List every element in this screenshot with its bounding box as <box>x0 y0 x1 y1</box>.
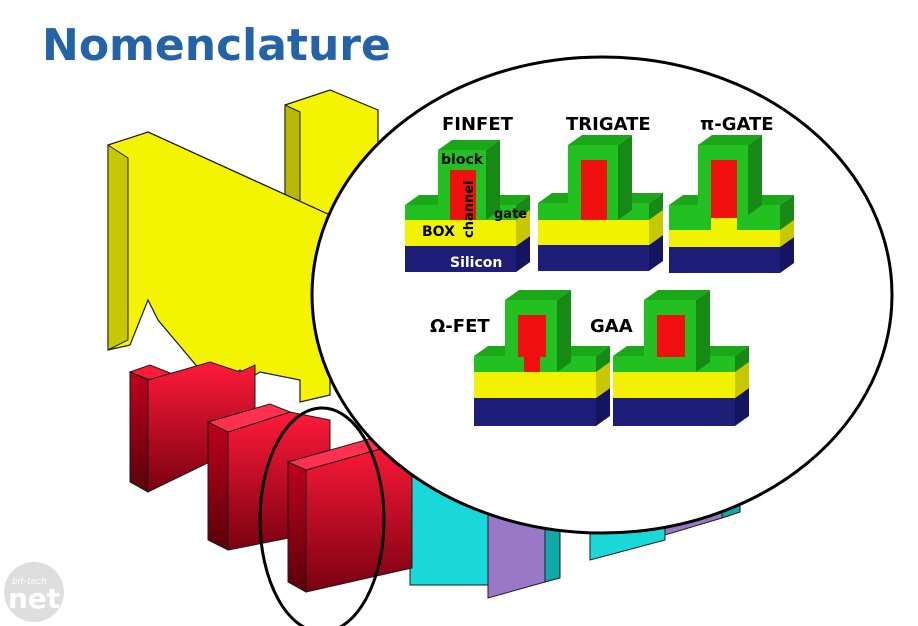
bit-tech-logo: bit-tech net <box>4 562 64 622</box>
finfet-box-label: BOX <box>422 224 455 240</box>
finfet-silicon-label: Silicon <box>450 255 502 271</box>
logo-top-text: bit-tech <box>12 577 47 587</box>
pigate-structure: π-GATE <box>669 114 794 273</box>
pigate-label: π-GATE <box>700 114 774 135</box>
finfet-structure: FINFET block channel gate BOX Silicon <box>405 114 530 272</box>
fin-highlight-ellipse <box>258 406 386 626</box>
slide-title: Nomenclature <box>42 20 391 71</box>
finfet-label: FINFET <box>442 114 514 135</box>
yellow-arrow-edge <box>147 131 331 216</box>
gaa-structure: GAA <box>590 290 749 426</box>
logo-main-text: net <box>8 582 60 615</box>
gaa-label: GAA <box>590 316 633 337</box>
finfet-block-label: block <box>441 152 484 168</box>
red-fin-2-side <box>207 421 229 551</box>
trigate-structure: TRIGATE <box>538 114 663 271</box>
yellow-arrow-front-side <box>107 144 129 351</box>
omegafet-label: Ω-FET <box>430 316 490 337</box>
trigate-label: TRIGATE <box>566 114 651 135</box>
omegafet-structure: Ω-FET <box>430 290 610 426</box>
finfet-channel-label: channel <box>462 180 477 238</box>
red-fin-2-top <box>206 403 292 433</box>
red-fin-1-side <box>129 371 149 493</box>
red-fin-3-side <box>287 461 307 593</box>
finfet-gate-label: gate <box>494 207 527 222</box>
